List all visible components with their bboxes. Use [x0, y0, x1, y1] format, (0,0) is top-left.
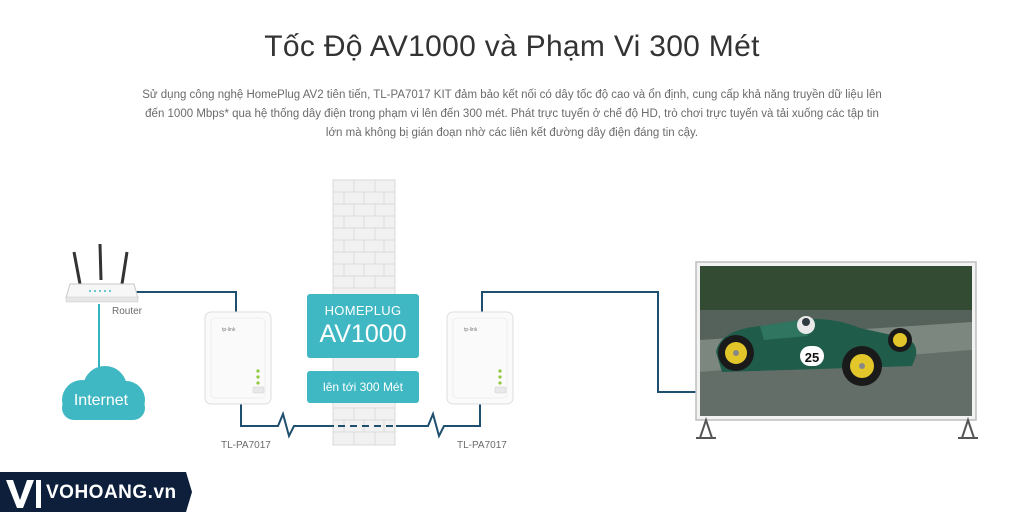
adapter-right-label: TL-PA7017: [457, 440, 507, 451]
car-number: 25: [805, 350, 819, 365]
brand-logo-icon: [6, 480, 41, 508]
adapter-right-logo: tp-link: [464, 327, 478, 333]
brand-name[interactable]: VOHOANG.vn: [46, 482, 177, 503]
internet-label: Internet: [73, 392, 129, 409]
brand-badge: [0, 472, 192, 512]
ethernet-cables: [134, 291, 696, 393]
powerline-adapter-left-icon: [204, 311, 272, 405]
homeplug-box: HOMEPLUG AV1000: [307, 294, 419, 358]
router-label: Router: [112, 306, 143, 317]
homeplug-line1: HOMEPLUG: [324, 303, 402, 318]
race-car-icon: 25: [716, 316, 917, 386]
feature-description: Sử dụng công nghệ HomePlug AV2 tiên tiến…: [142, 89, 882, 139]
power-line: [240, 402, 481, 439]
range-box: lên tới 300 Mét: [307, 371, 419, 403]
powerline-adapter-right-icon: [446, 311, 514, 405]
internet-cloud-icon: [62, 366, 145, 420]
adapter-left-label: TL-PA7017: [221, 440, 271, 451]
adapter-left-logo: tp-link: [222, 327, 236, 333]
router-icon: [65, 243, 139, 303]
page-title: Tốc Độ AV1000 và Phạm Vi 300 Mét: [264, 30, 760, 63]
tv-icon: 25: [695, 261, 978, 439]
homeplug-line2: AV1000: [319, 320, 407, 348]
